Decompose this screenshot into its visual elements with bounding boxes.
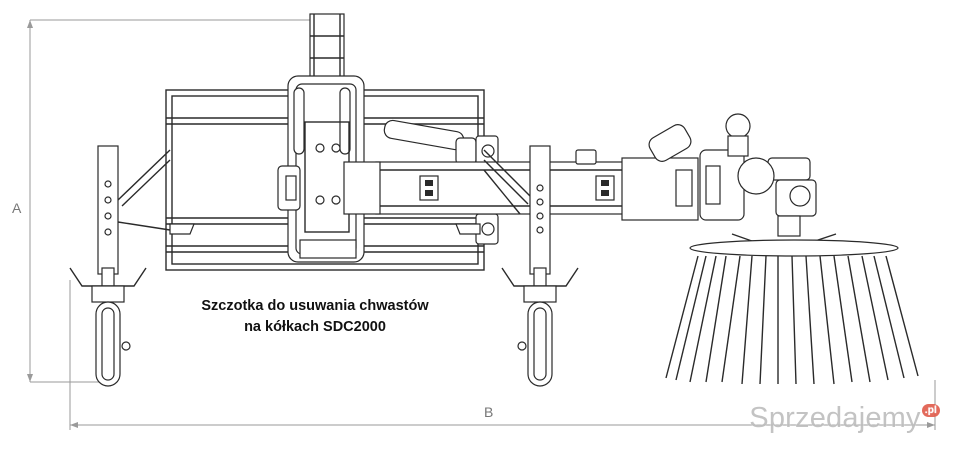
hitch-tower [287,13,365,263]
dimension-b-label: B [484,404,494,420]
brush-bristles [665,239,919,385]
dimension-b-line [69,280,936,430]
watermark-badge: .pl [921,404,940,417]
right-braces [483,149,531,215]
product-caption: Szczotka do usuwania chwastów na kółkach… [160,296,470,338]
caption-line-1: Szczotka do usuwania chwastów [201,298,429,314]
dimension-a-label: A [12,200,22,216]
brush-head [621,113,837,247]
watermark: Sprzedajemy.pl [749,402,940,435]
left-braces [117,149,481,235]
left-wheel-assembly [69,145,147,387]
caption-line-2: na kółkach SDC2000 [244,319,386,335]
dimension-a-line [27,19,310,383]
middle-wheel-assembly [501,145,579,387]
telescopic-beam [277,149,637,215]
watermark-text: Sprzedajemy [749,402,921,434]
